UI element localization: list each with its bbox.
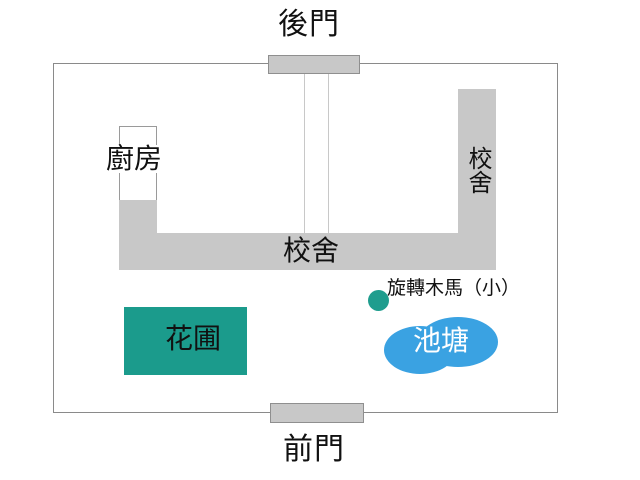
merry-go-round-marker: [368, 290, 389, 311]
front-gate: [270, 403, 364, 423]
path-line-left: [304, 74, 305, 234]
back-gate: [268, 55, 360, 74]
school-building-main-label: 校舍: [283, 234, 340, 267]
merry-go-round-label: 旋轉木馬（小）: [387, 277, 521, 299]
garden-label: 花圃: [165, 322, 222, 355]
front-gate-label: 前門: [283, 432, 345, 467]
path-line-right: [328, 74, 329, 234]
pond-label: 池塘: [413, 324, 470, 357]
kitchen-wing: [119, 200, 157, 270]
school-building-side: [458, 89, 496, 270]
garden: [124, 307, 247, 375]
pond-shape: [384, 317, 498, 374]
school-building-side-label: 校舍: [464, 146, 492, 194]
back-gate-label: 後門: [278, 7, 340, 42]
kitchen-label: 廚房: [106, 142, 163, 175]
school-building-main: [157, 233, 458, 270]
